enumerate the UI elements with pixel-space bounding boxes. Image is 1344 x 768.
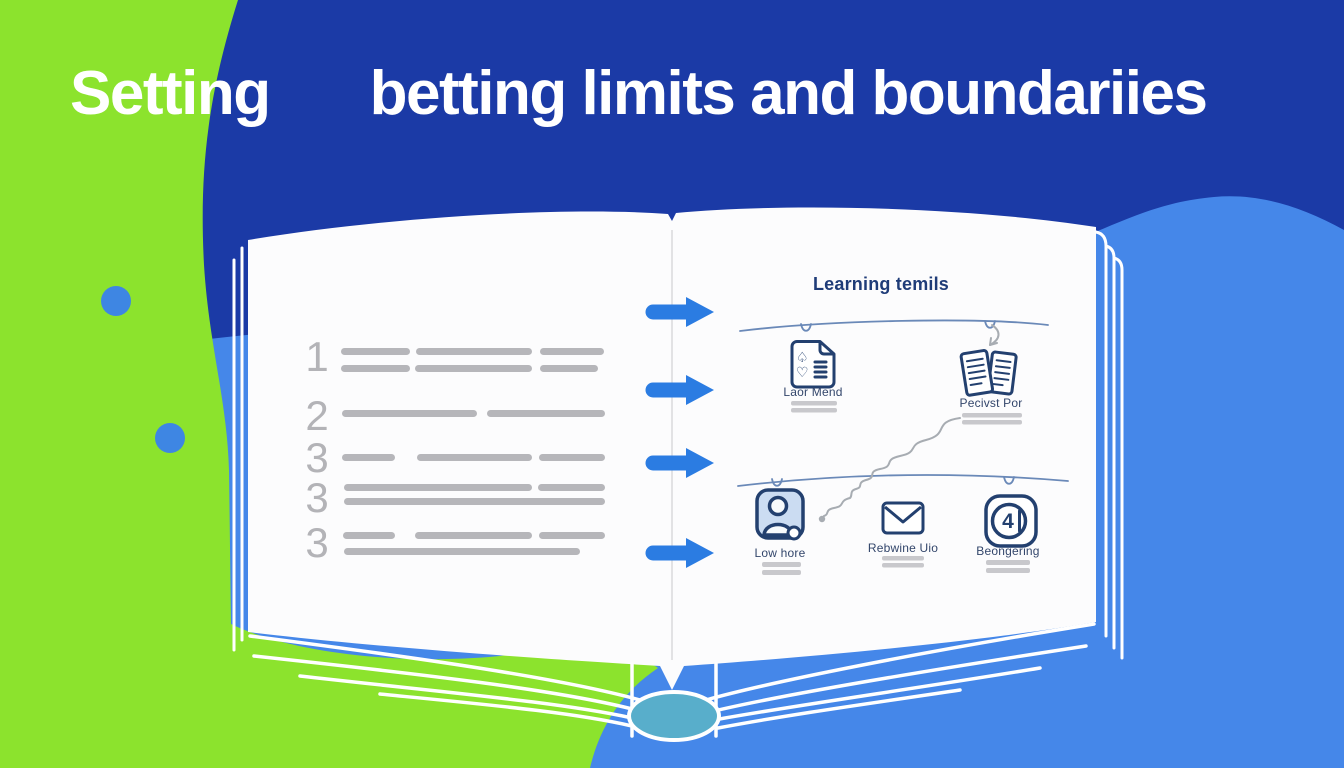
label-placeholder-bars: [762, 401, 1030, 575]
icon-label: Rebwine Uio: [867, 541, 939, 555]
flow-arrow: [645, 448, 714, 478]
svg-text:♤: ♤: [796, 350, 809, 366]
icon-label: Beongering: [976, 544, 1040, 558]
person-icon: [754, 487, 806, 550]
title-rest: betting limits and boundariies: [369, 59, 1208, 128]
card-document-icon: ♤ ♡: [788, 338, 838, 395]
accent-dot: [101, 286, 131, 316]
book-spine-cylinder: [627, 690, 721, 742]
green-blob: [0, 0, 658, 768]
page-title: Setting betting limits and boundariies: [70, 58, 1208, 129]
envelope-icon: [880, 497, 926, 544]
flow-arrow: [645, 375, 714, 405]
svg-text:♡: ♡: [796, 365, 809, 381]
title-word-setting: Setting: [70, 59, 271, 128]
bottom-page-curves: [248, 622, 1096, 738]
list-item-number: 3: [305, 519, 329, 566]
icon-label: Low hore: [754, 546, 806, 560]
squiggle-connector: [818, 417, 961, 523]
flow-arrows: [645, 297, 714, 568]
right-page-edge-lines: [1094, 230, 1124, 660]
list-item-number: 3: [305, 434, 329, 481]
curl-arrow-icon: [989, 324, 1000, 346]
list-placeholder-bars: [341, 348, 605, 555]
number-badge-icon: 4: [982, 492, 1040, 555]
icon-label: Laor Mend: [783, 385, 843, 399]
icon-label: Pecivst Por: [959, 396, 1023, 410]
accent-dot: [155, 423, 185, 453]
right-page-heading: Learning temils: [812, 274, 950, 294]
section-brace-lines: [737, 319, 1069, 487]
open-booklet-icon: [956, 346, 1020, 407]
badge-number: 4: [1002, 510, 1014, 533]
flow-arrow: [645, 538, 714, 568]
list-item-number: 1: [305, 333, 329, 380]
left-page-edge-lines: [232, 246, 244, 652]
list-item-number: 3: [305, 474, 329, 521]
list-item-number: 2: [305, 392, 329, 439]
flow-arrow: [645, 297, 714, 327]
